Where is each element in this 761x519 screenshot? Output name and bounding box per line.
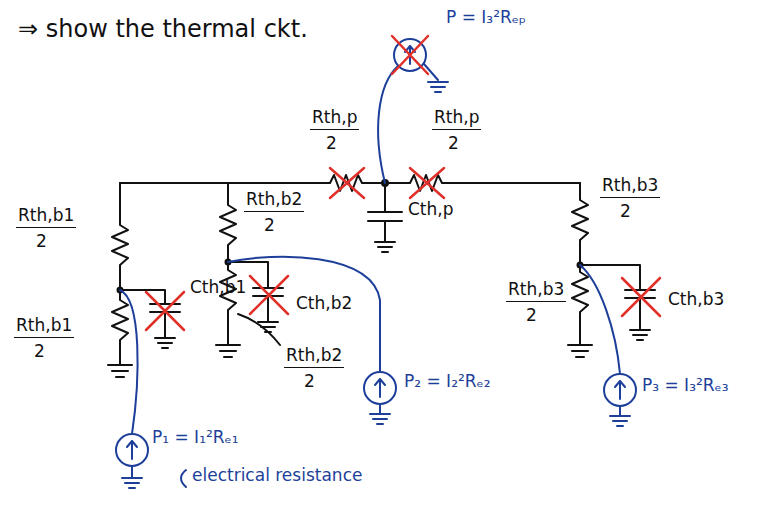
capacitor-label: Cth,b2 (296, 294, 352, 314)
power-formula: P = I₃²Rₑₚ (446, 8, 526, 28)
fraction-denominator: 2 (36, 232, 47, 252)
resistor-label: Rth,p (432, 108, 481, 130)
leader-line (238, 314, 280, 345)
fraction-denominator: 2 (448, 134, 459, 154)
wire (120, 175, 580, 191)
ground-symbol (122, 466, 142, 488)
fraction-denominator: 2 (34, 342, 45, 362)
ground-symbol (610, 406, 630, 426)
cross-out (392, 36, 428, 74)
resistor-label: Rth,b2 (244, 190, 304, 212)
fraction-denominator: 2 (526, 306, 537, 326)
fraction-denominator: 2 (304, 372, 315, 392)
capacitor-label: Cth,b1 (190, 278, 246, 298)
resistor-symbol (112, 183, 128, 365)
fraction-denominator: 2 (620, 202, 631, 222)
current-source (364, 372, 396, 404)
capacitor-symbol (368, 183, 402, 252)
ground-symbol (370, 404, 390, 424)
fraction-denominator: 2 (326, 134, 337, 154)
source-arrow (127, 441, 137, 459)
cross-out (622, 278, 660, 316)
resistor-label: Rth,b3 (600, 176, 660, 198)
fraction-denominator: 2 (264, 216, 275, 236)
resistor-label: Rth,p (310, 108, 359, 130)
power-formula: P₁ = I₁²Rₑ₁ (152, 428, 238, 448)
cross-out (410, 168, 444, 198)
cross-out (146, 292, 184, 330)
annotation-note: electrical resistance (192, 466, 362, 486)
source-arrow (375, 379, 385, 397)
source-wire (228, 257, 380, 372)
power-formula: P₃ = I₃²Rₑ₃ (642, 376, 728, 396)
capacitor-label: Cth,b3 (668, 290, 724, 310)
source-wire (120, 290, 138, 434)
capacitor-label: Cth,p (408, 200, 454, 220)
resistor-label: Rth,b1 (14, 316, 74, 338)
current-source (604, 374, 636, 406)
cross-out (330, 168, 364, 198)
source-wire (378, 66, 398, 183)
power-formula: P₂ = I₂²Rₑ₂ (404, 372, 490, 392)
ground-symbol (424, 64, 448, 92)
resistor-symbol (220, 183, 236, 345)
source-wire (580, 265, 620, 374)
ground-symbol (568, 345, 592, 357)
resistor-label: Rth,b1 (16, 206, 76, 228)
current-source (116, 434, 148, 466)
cross-out (250, 276, 288, 314)
capacitor-symbol (580, 265, 655, 340)
resistor-label: Rth,b3 (506, 280, 566, 302)
heading-note: ⇒ show the thermal ckt. (18, 16, 308, 44)
ground-symbol (216, 345, 240, 357)
ground-symbol (108, 365, 132, 377)
resistor-label: Rth,b2 (284, 346, 344, 368)
leader-line (181, 470, 186, 487)
source-arrow (615, 381, 625, 399)
